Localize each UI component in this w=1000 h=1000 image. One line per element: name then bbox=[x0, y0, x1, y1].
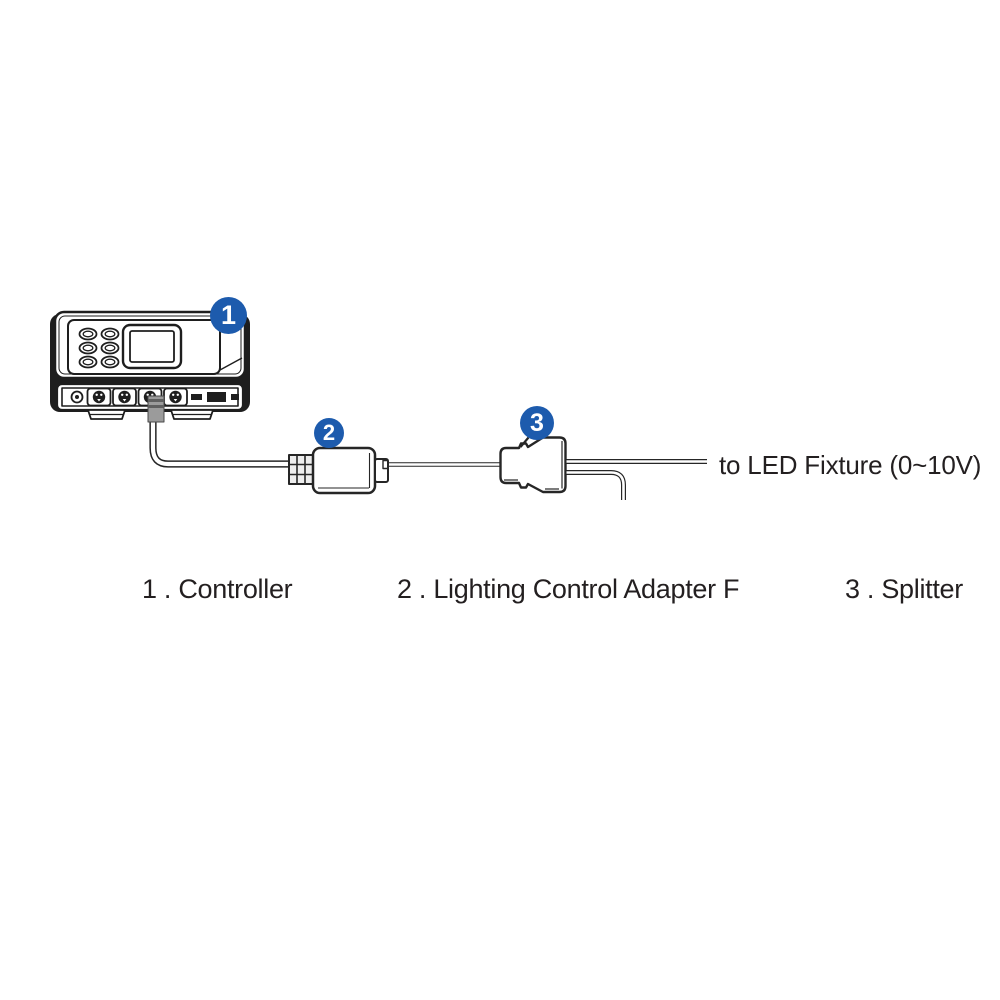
caption-controller: 1 . Controller bbox=[142, 574, 293, 604]
adapter-illustration bbox=[288, 446, 377, 495]
badge-splitter: 3 bbox=[520, 406, 554, 440]
slot-port-small bbox=[191, 394, 202, 400]
slot-port-small-2 bbox=[231, 394, 239, 400]
slot-port-large bbox=[207, 392, 226, 402]
splitter-output-wire-bent bbox=[566, 470, 626, 501]
caption-adapter: 2 . Lighting Control Adapter F bbox=[397, 574, 740, 604]
adapter-strain-relief bbox=[288, 454, 314, 485]
controller-to-adapter-cable bbox=[149, 416, 292, 468]
badge-adapter: 2 bbox=[314, 418, 344, 448]
badge-3-leader-line bbox=[519, 436, 530, 448]
controller-illustration bbox=[50, 310, 250, 423]
output-wire-label: to LED Fixture (0~10V) bbox=[719, 450, 982, 480]
splitter-illustration bbox=[499, 436, 567, 494]
cable-plug bbox=[147, 395, 165, 423]
controller-feet bbox=[87, 409, 214, 420]
badge-adapter-number: 2 bbox=[322, 420, 336, 445]
adapter-body bbox=[311, 446, 377, 495]
badge-splitter-number: 3 bbox=[530, 408, 544, 437]
badge-controller: 1 bbox=[210, 297, 247, 334]
badge-controller-number: 1 bbox=[220, 300, 237, 330]
controller-keypad bbox=[78, 327, 120, 369]
power-port bbox=[70, 390, 84, 404]
adapter-output-tab bbox=[374, 458, 389, 483]
controller-screen bbox=[121, 323, 183, 370]
caption-splitter: 3 . Splitter bbox=[845, 574, 963, 604]
